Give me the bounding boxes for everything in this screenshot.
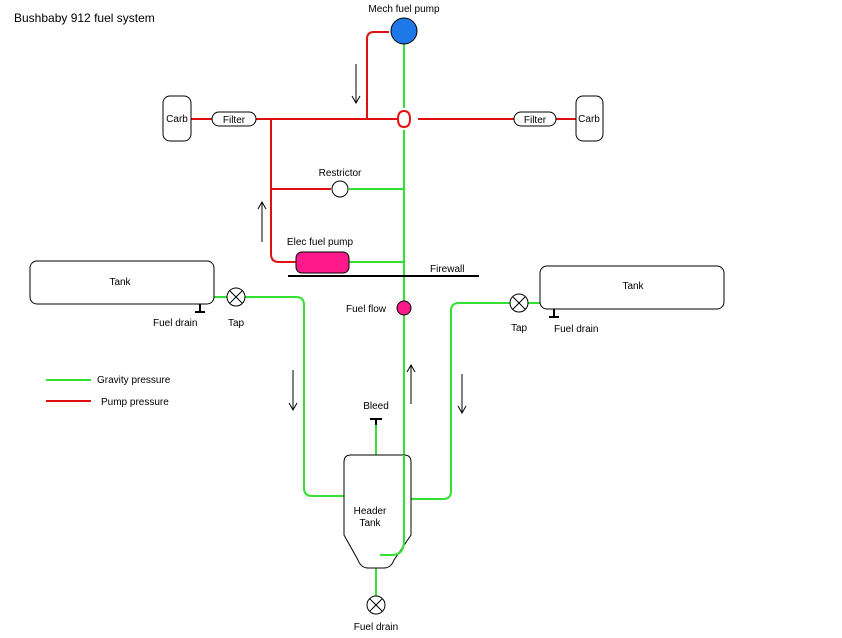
mech-fuel-pump-label: Mech fuel pump [368,4,440,15]
gravity-left-tap-to-header [245,296,344,497]
tank-left [29,260,215,305]
elec-fuel-pump-label: Elec fuel pump [287,237,354,248]
pump-line-crossover-hop [397,109,412,129]
tap-right-label: Tap [511,323,528,334]
carb-right-label: Carb [578,114,600,125]
fuel-drain-right-label: Fuel drain [554,324,598,335]
fuel-drain-bottom-label: Fuel drain [354,622,398,633]
filter-left-label: Filter [223,115,246,126]
firewall-label: Firewall [430,264,464,275]
pump-line-mech-to-junction [366,31,389,119]
arrow-up-icon-elec-riser [257,200,267,242]
legend-label-pump: Pump pressure [101,397,169,408]
mech-fuel-pump [390,17,418,45]
bleed-label: Bleed [363,401,389,412]
legend-label-gravity: Gravity pressure [97,375,171,386]
tap-left-label: Tap [228,318,245,329]
carb-right [575,95,604,142]
bleed-icon [370,418,382,425]
arrow-down-icon-mech-pump [351,64,361,105]
fuel-flow-label: Fuel flow [346,304,387,315]
tap-right-icon [509,293,529,313]
fuel-flow-sensor [396,300,412,316]
filter-left [211,111,257,127]
header-tank-label-line1: Header [354,506,387,517]
header-tank-internal-riser [380,455,405,556]
filter-right [513,111,557,127]
fuel-drain-left-icon [195,304,205,313]
header-tank-label-line2: Tank [359,518,381,529]
tank-left-label: Tank [109,277,131,288]
arrow-down-icon-left-line [288,370,298,412]
fuel-drain-left-label: Fuel drain [153,318,197,329]
arrow-down-icon-right-line [457,374,467,415]
diagram-title: Bushbaby 912 fuel system [14,11,155,25]
carb-left-label: Carb [166,114,188,125]
restrictor [331,180,349,198]
tap-left-icon [226,287,246,307]
flow-arrows [257,64,467,415]
legend: Gravity pressure Pump pressure [46,375,171,408]
restrictor-label: Restrictor [319,168,362,179]
header-tank [343,454,412,569]
fuel-drain-bottom-icon [366,595,386,615]
filter-right-label: Filter [524,115,547,126]
tank-right [539,265,725,310]
pump-pressure-lines [191,31,576,263]
fuel-drain-right-icon [549,309,559,318]
elec-fuel-pump [295,251,350,274]
arrow-up-icon-main-riser [406,363,416,404]
carb-left [162,95,192,142]
gravity-right-tap-to-header [411,302,510,500]
pump-line-elec-riser [270,119,296,263]
tank-right-label: Tank [622,281,644,292]
